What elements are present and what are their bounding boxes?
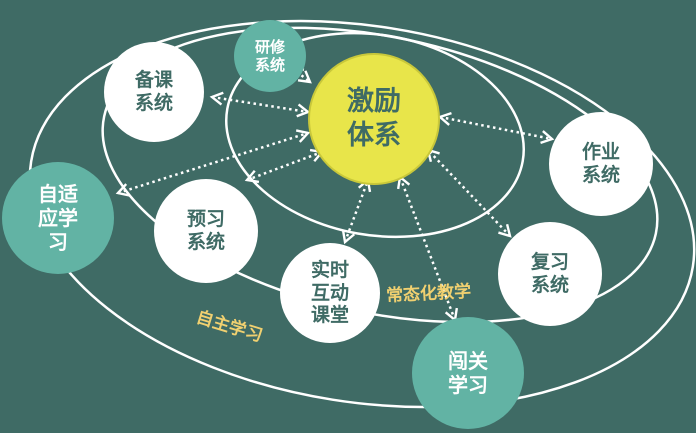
node-label: 系统 [134,92,173,114]
node-label: 系统 [530,274,569,296]
node-level-learning: 闯关 学习 [412,317,524,429]
node-label: 应学 [38,206,78,230]
node-label: 复习 [530,251,569,274]
node-label: 实时 [310,258,349,281]
node-label: 课堂 [310,304,349,327]
node-label: 研修 [254,38,285,56]
node-adaptive-learning: 自适 应学 习 [2,162,114,274]
node-label: 学习 [448,373,488,397]
incentive-system-core: 激励 体系 [308,53,440,185]
node-label: 系统 [254,56,285,74]
node-homework-system: 作业 系统 [549,112,653,216]
node-label: 作业 [581,141,620,164]
node-preview-system: 预习 系统 [154,179,258,283]
node-label: 预习 [186,208,225,231]
core-label-line2: 体系 [347,120,401,151]
node-label: 系统 [186,231,225,253]
node-label: 自适 [38,182,78,206]
node-label: 闯关 [448,349,488,373]
node-label: 系统 [581,164,620,186]
node-review-system: 复习 系统 [498,222,602,326]
node-lesson-prep-system: 备课 系统 [104,42,204,142]
ring-label-normal-teaching: 常态化教学 [385,281,472,307]
node-training-system: 研修 系统 [234,20,306,92]
node-realtime-interactive-classroom: 实时 互动 课堂 [280,243,380,343]
node-label: 习 [48,230,68,254]
core-label-line1: 激励 [347,86,401,118]
node-label: 互动 [310,281,349,304]
dotted-arrows [115,66,555,323]
node-label: 备课 [134,69,173,92]
